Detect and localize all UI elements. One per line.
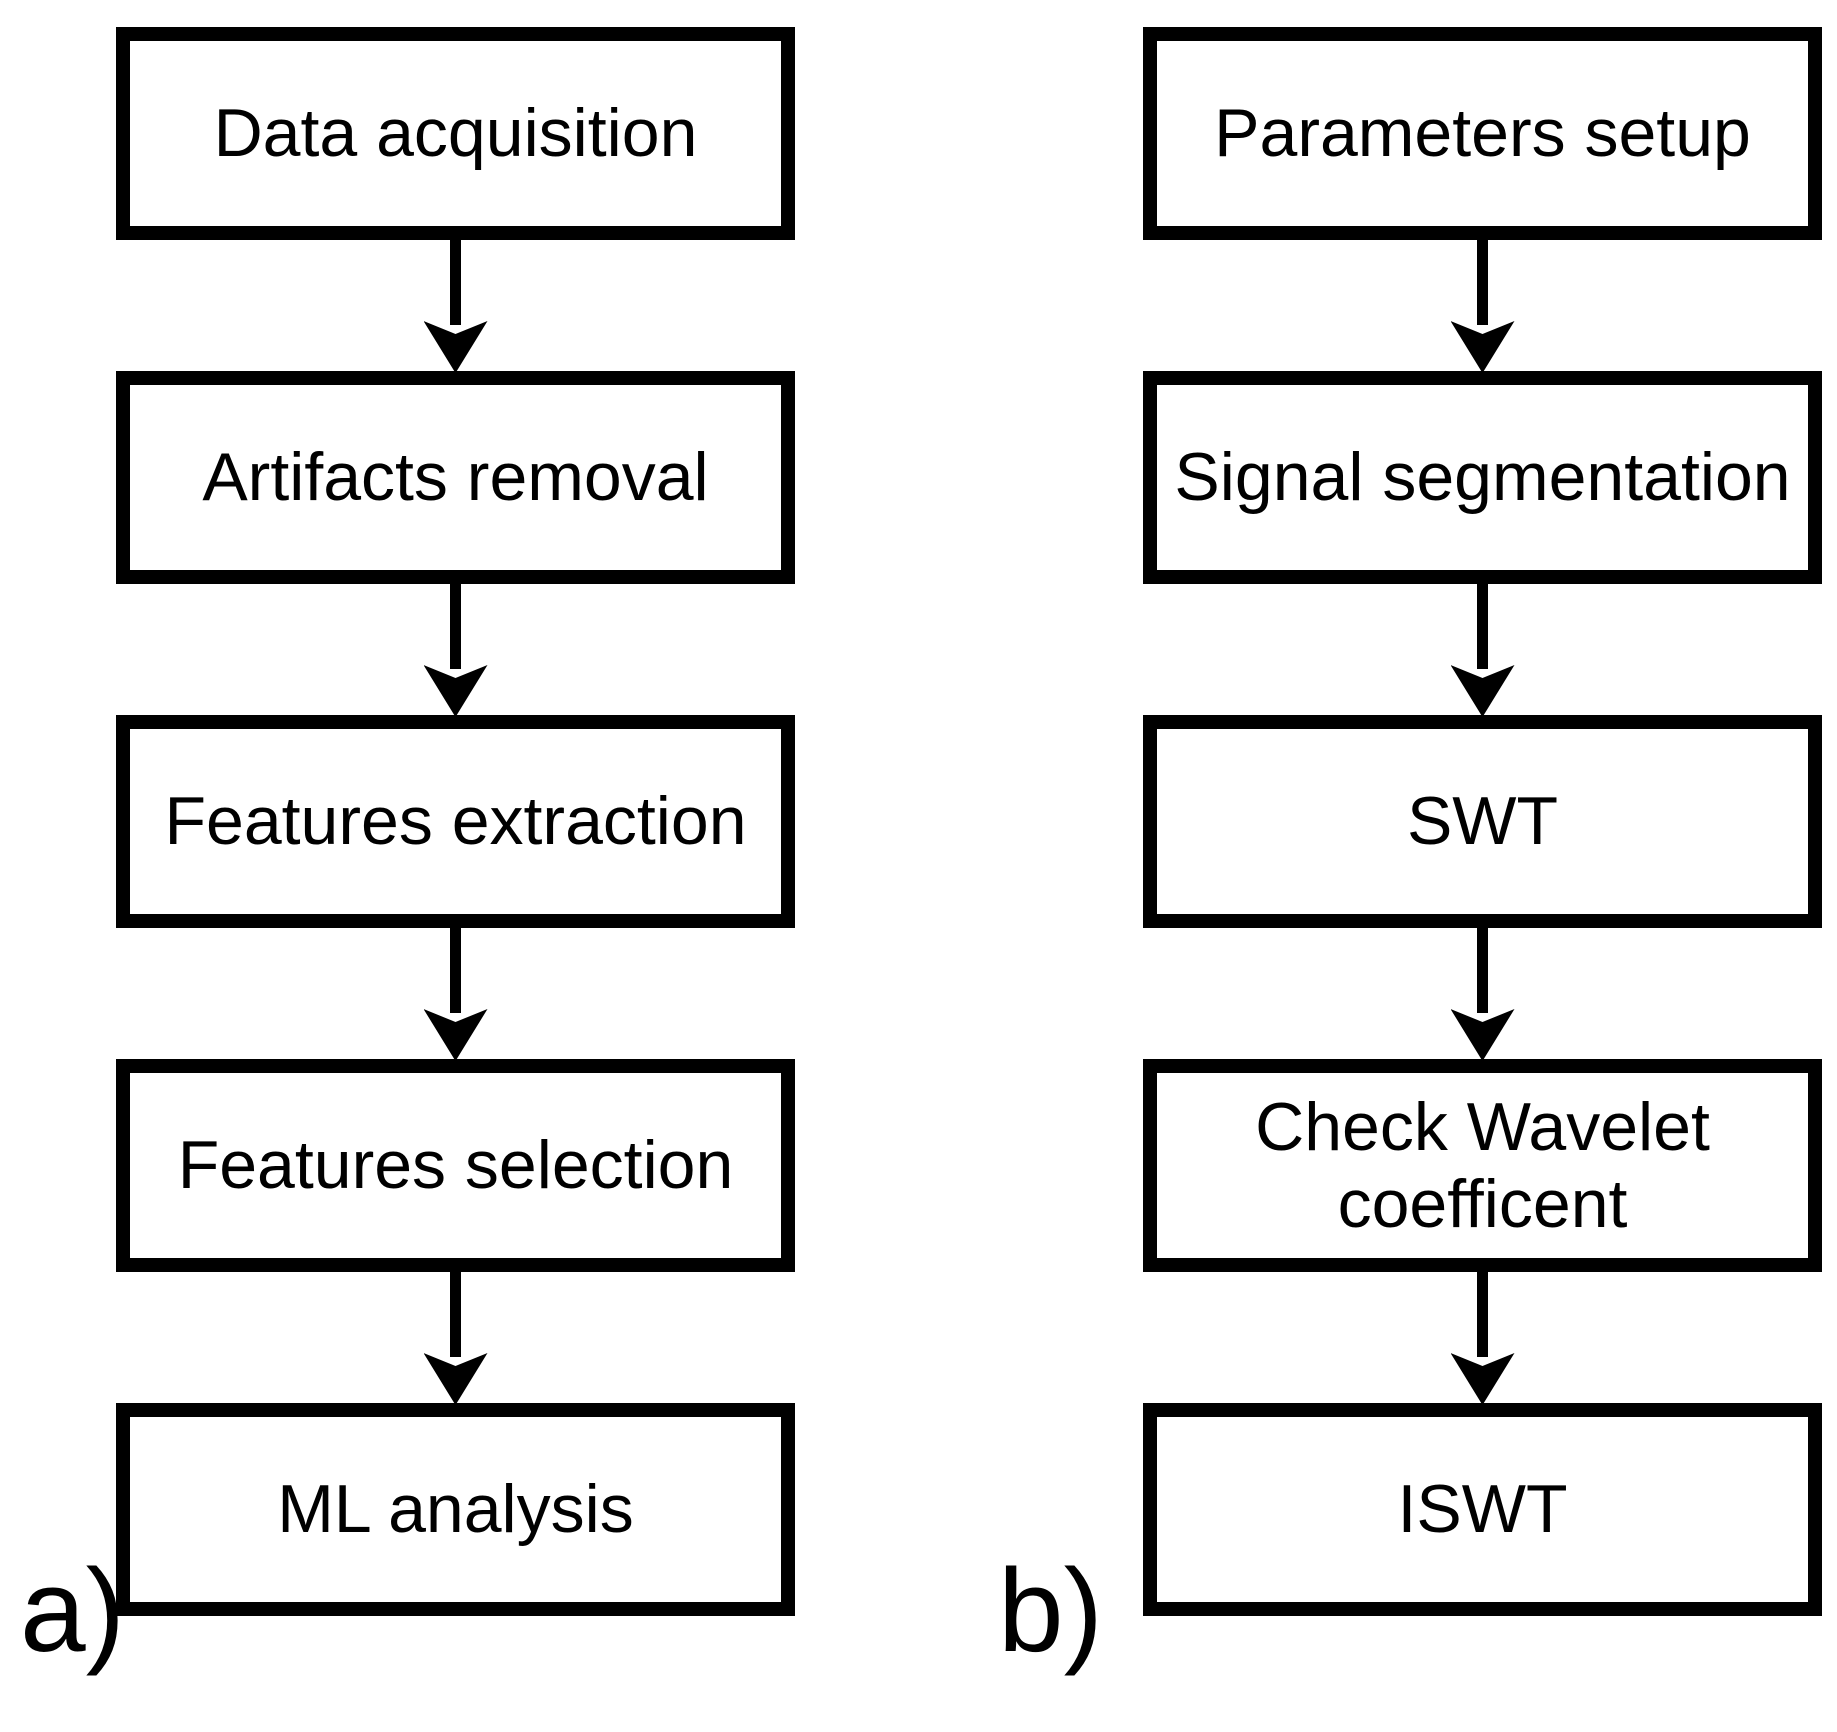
arrow-stem <box>450 240 461 325</box>
arrow-head <box>423 321 488 371</box>
arrow-down-icon <box>423 584 488 715</box>
panel-label-a: a) <box>20 1545 125 1677</box>
arrow-head <box>423 665 488 715</box>
panel-b: Parameters setup Signal segmentation SWT… <box>1143 27 1822 1616</box>
flow-box-label: SWT <box>1406 783 1559 860</box>
arrow-stem <box>450 584 461 669</box>
panel-a: Data acquisition Artifacts removal Featu… <box>116 27 795 1616</box>
arrow-head <box>1450 321 1515 371</box>
arrow-stem <box>1477 928 1488 1013</box>
flow-box-swt: SWT <box>1143 715 1822 928</box>
arrow-stem <box>1477 240 1488 325</box>
flow-box-artifacts-removal: Artifacts removal <box>116 371 795 584</box>
flow-box-iswt: ISWT <box>1143 1403 1822 1616</box>
arrow-down-icon <box>1450 1272 1515 1403</box>
arrow-down-icon <box>1450 240 1515 371</box>
arrow-head <box>1450 665 1515 715</box>
flow-box-label: Features extraction <box>164 783 747 860</box>
flow-box-features-selection: Features selection <box>116 1059 795 1272</box>
flow-box-label: Signal segmentation <box>1174 439 1791 516</box>
flow-box-label: Features selection <box>177 1127 734 1204</box>
arrow-down-icon <box>1450 584 1515 715</box>
arrow-head <box>1450 1353 1515 1403</box>
flow-box-signal-segmentation: Signal segmentation <box>1143 371 1822 584</box>
flow-box-features-extraction: Features extraction <box>116 715 795 928</box>
flow-box-check-wavelet-coefficient: Check Wavelet coefficent <box>1143 1059 1822 1272</box>
arrow-stem <box>1477 1272 1488 1357</box>
flow-box-label: ML analysis <box>277 1471 634 1548</box>
arrow-down-icon <box>423 240 488 371</box>
arrow-down-icon <box>423 928 488 1059</box>
arrow-head <box>1450 1009 1515 1059</box>
panel-label-b: b) <box>998 1545 1103 1677</box>
flow-box-parameters-setup: Parameters setup <box>1143 27 1822 240</box>
flow-box-label: Data acquisition <box>213 95 698 172</box>
flow-box-label: Artifacts removal <box>202 439 709 516</box>
flow-box-data-acquisition: Data acquisition <box>116 27 795 240</box>
arrow-down-icon <box>1450 928 1515 1059</box>
flow-box-ml-analysis: ML analysis <box>116 1403 795 1616</box>
flow-box-label: Check Wavelet coefficent <box>1255 1089 1710 1242</box>
arrow-stem <box>450 1272 461 1357</box>
arrow-head <box>423 1009 488 1059</box>
arrow-head <box>423 1353 488 1403</box>
flow-box-label: ISWT <box>1397 1471 1568 1548</box>
arrow-stem <box>450 928 461 1013</box>
flow-box-label: Parameters setup <box>1214 95 1751 172</box>
arrow-down-icon <box>423 1272 488 1403</box>
arrow-stem <box>1477 584 1488 669</box>
